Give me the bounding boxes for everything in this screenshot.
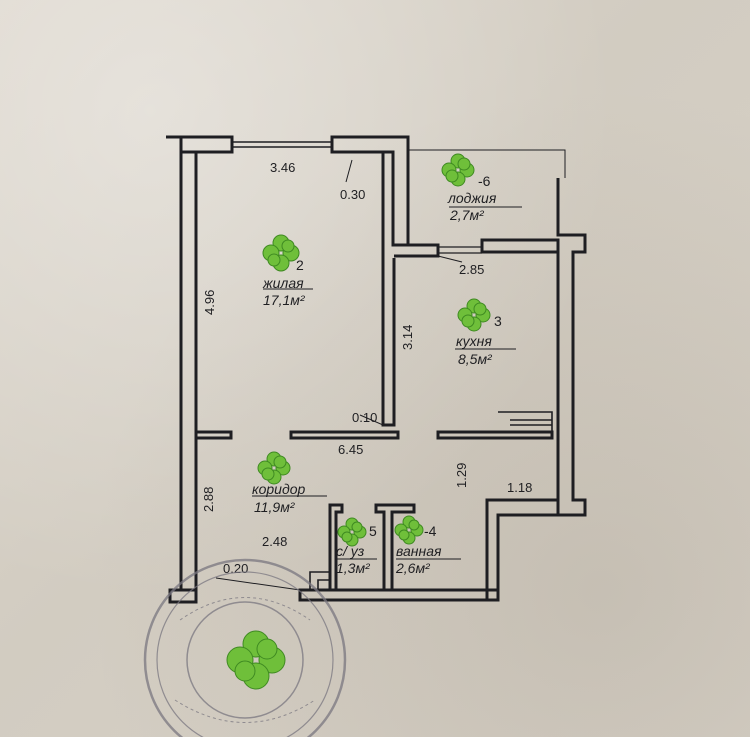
dim-1-29: 1.29 (454, 463, 469, 488)
right-wall (556, 178, 587, 517)
corridor-wall-mid (289, 430, 400, 440)
dim-0-30: 0.30 (340, 187, 365, 202)
stamp-seal (143, 558, 347, 737)
dim-2-48: 2.48 (262, 534, 287, 549)
room-labels: 2 -6 лоджия 2,7м² 2 жилая 17,1м² 3 кухня… (252, 173, 502, 576)
room-number-living: 2 (296, 257, 304, 273)
room-number-bath: -4 (424, 523, 437, 539)
bathroom-block (485, 498, 560, 602)
room-name-corridor: коридор (252, 481, 305, 497)
room-area-bath: 2,6м² (395, 560, 431, 576)
walls (166, 135, 587, 604)
dim-0-10: 0.10 (352, 410, 377, 425)
dim-3-46: 3.46 (270, 160, 295, 175)
dimensions: 3.46 0.30 4.96 2.85 3.14 0.10 6.45 2.88 … (201, 160, 532, 576)
kitchen-counter (498, 411, 553, 432)
clover-icon (337, 517, 367, 547)
clover-icon (262, 234, 300, 272)
kitchen-top-wall-right (480, 238, 560, 254)
left-wall (179, 152, 198, 592)
dim-2-88: 2.88 (201, 487, 216, 512)
loggia-number: -6 (478, 173, 491, 189)
dim-4-96: 4.96 (202, 290, 217, 315)
clover-icon (441, 153, 475, 187)
partition-living-kitchen (381, 152, 396, 427)
door-swing-line (215, 577, 301, 591)
room-number-kitchen: 3 (494, 313, 502, 329)
room-name-kitchen: кухня (456, 333, 492, 349)
loggia-outline (408, 149, 566, 178)
room-area-wc: 1,3м² (336, 560, 371, 576)
wc-partition (328, 503, 344, 592)
bottom-wall (298, 588, 500, 602)
dimension-leaders (252, 159, 522, 560)
room-name-living: жилая (262, 275, 304, 291)
dim-1-18: 1.18 (507, 480, 532, 495)
bath-partition (374, 503, 416, 592)
top-wall-left (166, 135, 234, 154)
room-area-loggia: 2,7м² (449, 207, 485, 223)
clover-icon (257, 451, 291, 485)
dim-2-85: 2.85 (459, 262, 484, 277)
top-wall-right (330, 135, 410, 247)
clover-icon (457, 298, 491, 332)
clover-stickers (226, 153, 491, 690)
kitchen-top-wall (394, 243, 440, 258)
corridor-wall-left (196, 430, 233, 440)
clover-icon (226, 630, 286, 690)
room-name-wc: с/ уз (336, 543, 365, 559)
room-name-bath: ванная (396, 543, 442, 559)
dim-3-14: 3.14 (400, 325, 415, 350)
room-area-kitchen: 8,5м² (458, 351, 493, 367)
bottom-wall-left (168, 588, 198, 604)
room-area-corridor: 11,9м² (254, 499, 296, 515)
corridor-wall-right (436, 430, 554, 440)
room-area-living: 17,1м² (263, 292, 306, 308)
room-name-loggia: лоджия (447, 190, 497, 206)
wc-fixture (309, 571, 331, 591)
dim-6-45: 6.45 (338, 442, 363, 457)
room-number-wc: 5 (369, 523, 377, 539)
clover-icon (394, 515, 424, 545)
